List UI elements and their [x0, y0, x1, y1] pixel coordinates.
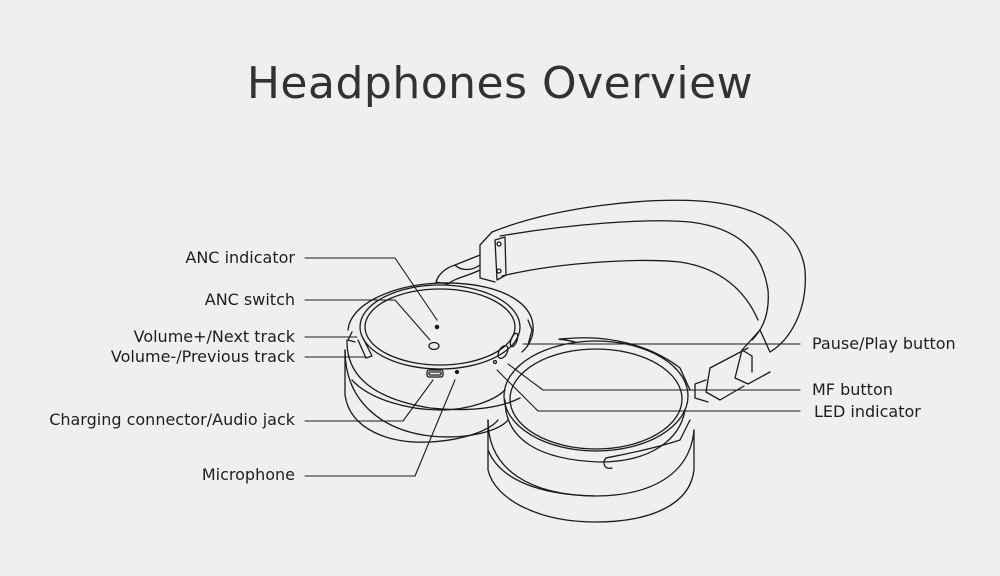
headband — [435, 199, 806, 403]
label-anc-switch: ANC switch — [204, 290, 295, 309]
leader-lines — [304, 257, 801, 477]
label-volume-up: Volume+/Next track — [133, 327, 295, 346]
label-microphone: Microphone — [201, 465, 295, 484]
right-earcup — [487, 337, 695, 523]
label-led-indicator: LED indicator — [814, 402, 921, 421]
page-title: Headphones Overview — [246, 58, 754, 109]
label-anc-indicator: ANC indicator — [185, 248, 295, 267]
label-charging-connector: Charging connector/Audio jack — [49, 410, 295, 429]
label-volume-down: Volume-/Previous track — [110, 347, 295, 366]
left-earcup — [344, 282, 534, 443]
label-pause-play: Pause/Play button — [812, 334, 956, 353]
label-mf-button: MF button — [812, 380, 893, 399]
